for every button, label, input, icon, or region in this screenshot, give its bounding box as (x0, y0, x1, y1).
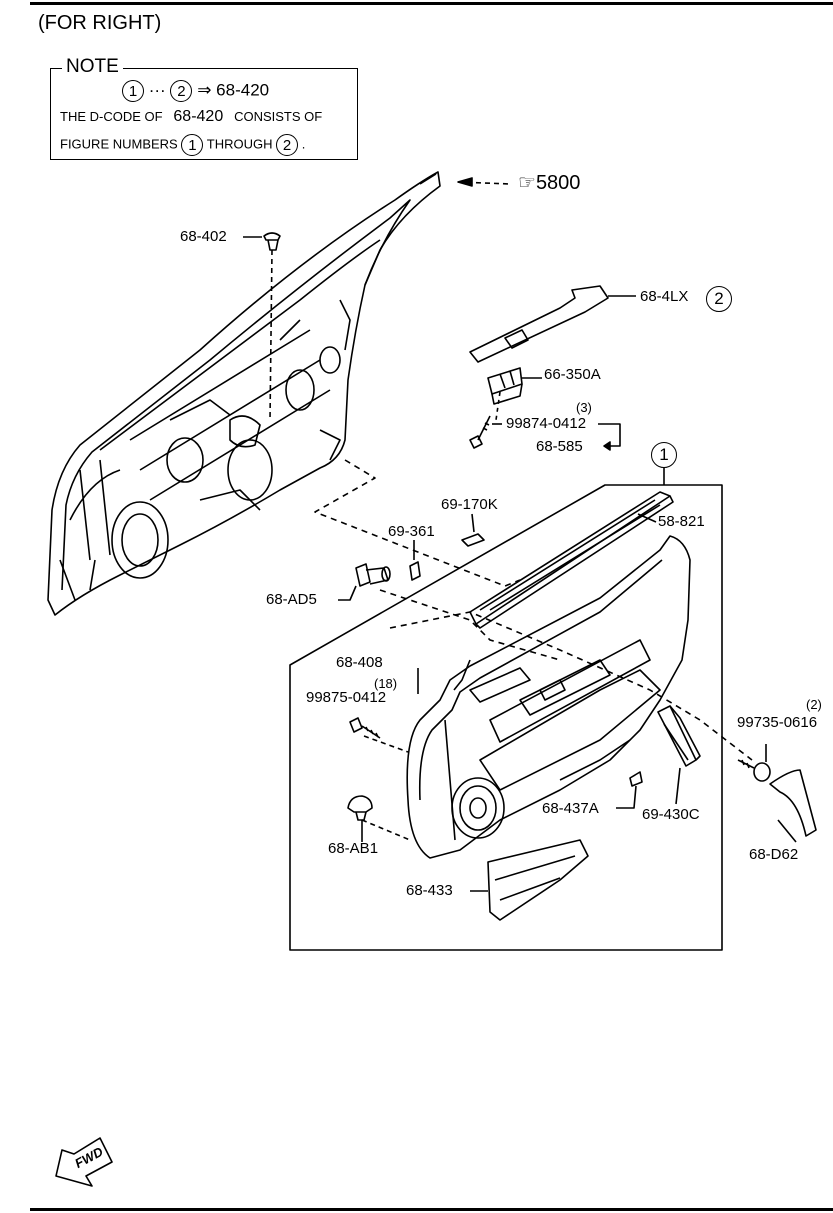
part-label-69-170K[interactable]: 69-170K (441, 496, 498, 513)
belt-moulding-58-821 (469, 491, 674, 629)
diagram-heading: (FOR RIGHT) (38, 12, 162, 34)
screw-99875-0412 (349, 717, 409, 753)
fastener-68-AB1 (347, 795, 411, 842)
part-label-68-402[interactable]: 68-402 (180, 228, 227, 245)
switch-66-350A (487, 367, 542, 421)
part-circle-2: 2 (706, 286, 732, 312)
note-text: THROUGH (206, 136, 273, 152)
part-label-99874-0412[interactable]: 99874-0412 (506, 415, 587, 432)
note-line-3: FIGURE NUMBERS 1 THROUGH 2 . (60, 134, 305, 156)
note-range-code: 68-420 (216, 80, 270, 100)
alignment-dash-1 (314, 459, 521, 587)
part-label-68-433[interactable]: 68-433 (406, 882, 453, 899)
switch-bezel-68-4LX (469, 285, 636, 363)
note-line-2: THE D-CODE OF 68-420 CONSISTS OF (60, 108, 322, 126)
note-box (50, 68, 358, 160)
note-text: FIGURE NUMBERS (60, 136, 178, 152)
part-label-68-AD5[interactable]: 68-AD5 (266, 591, 317, 608)
clip-68-437A (629, 771, 643, 787)
note-text: . (301, 136, 306, 152)
screw-99735-0616 (737, 744, 771, 782)
part-label-66-350A[interactable]: 66-350A (544, 366, 601, 383)
fwd-arrow-icon (55, 1137, 113, 1187)
group-box (289, 484, 723, 951)
group-circle-1: 1 (651, 442, 677, 468)
cover-68-D62 (769, 769, 817, 843)
note-title: NOTE (62, 56, 123, 78)
ref-5800-arrowhead (457, 177, 473, 187)
note-range-end: 2 (170, 80, 193, 102)
note-range: 1 ··· 2 ⇒ 68-420 (122, 80, 269, 102)
note-text: THE D-CODE OF (60, 109, 163, 124)
reference-link[interactable]: ☞5800 (518, 170, 580, 195)
clip-69-170K (461, 533, 485, 547)
alignment-dash-3 (389, 611, 753, 761)
door-trim-panel (406, 535, 691, 859)
glass-run-lead (419, 173, 437, 185)
fastener-68-AD5 (338, 563, 391, 601)
part-label-99875-0412[interactable]: 99875-0412 (306, 689, 387, 706)
clip-69-361 (409, 561, 421, 581)
part-label-69-430C[interactable]: 69-430C (642, 806, 700, 823)
bracket-68-585 (598, 423, 621, 447)
part-label-68-408[interactable]: 68-408 (336, 654, 383, 671)
part-label-58-821[interactable]: 58-821 (658, 513, 705, 530)
part-label-68-AB1[interactable]: 68-AB1 (328, 840, 379, 857)
part-label-68-4LX[interactable]: 68-4LX (640, 288, 689, 305)
note-code: 68-420 (173, 108, 224, 125)
top-border (30, 2, 833, 5)
note-range-start: 1 (122, 80, 144, 102)
screw-99874-0412 (469, 415, 502, 449)
note-arrow: ⇒ (197, 80, 212, 100)
quantity-label: (3) (576, 400, 592, 415)
alignment-dash-2 (379, 589, 561, 661)
reference-number: 5800 (535, 172, 581, 194)
part-label-68-585[interactable]: 68-585 (536, 438, 583, 455)
quantity-label: (18) (374, 676, 398, 691)
part-label-99735-0616[interactable]: 99735-0616 (737, 714, 818, 731)
bottom-border (30, 1208, 833, 1211)
note-ellipsis: ··· (148, 80, 166, 100)
door-frame (47, 171, 441, 616)
part-label-68-D62[interactable]: 68-D62 (749, 846, 799, 863)
grip-69-430C (657, 705, 701, 805)
quantity-label: (2) (806, 697, 822, 712)
part-label-68-437A[interactable]: 68-437A (542, 800, 599, 817)
clip-68-402 (243, 232, 281, 421)
pointing-hand-icon: ☞ (518, 172, 536, 194)
note-text: CONSISTS OF (234, 109, 323, 124)
pocket-68-433 (470, 839, 589, 921)
note-circle-2: 2 (276, 134, 299, 156)
part-label-69-361[interactable]: 69-361 (388, 523, 435, 540)
note-circle-1: 1 (181, 134, 204, 156)
